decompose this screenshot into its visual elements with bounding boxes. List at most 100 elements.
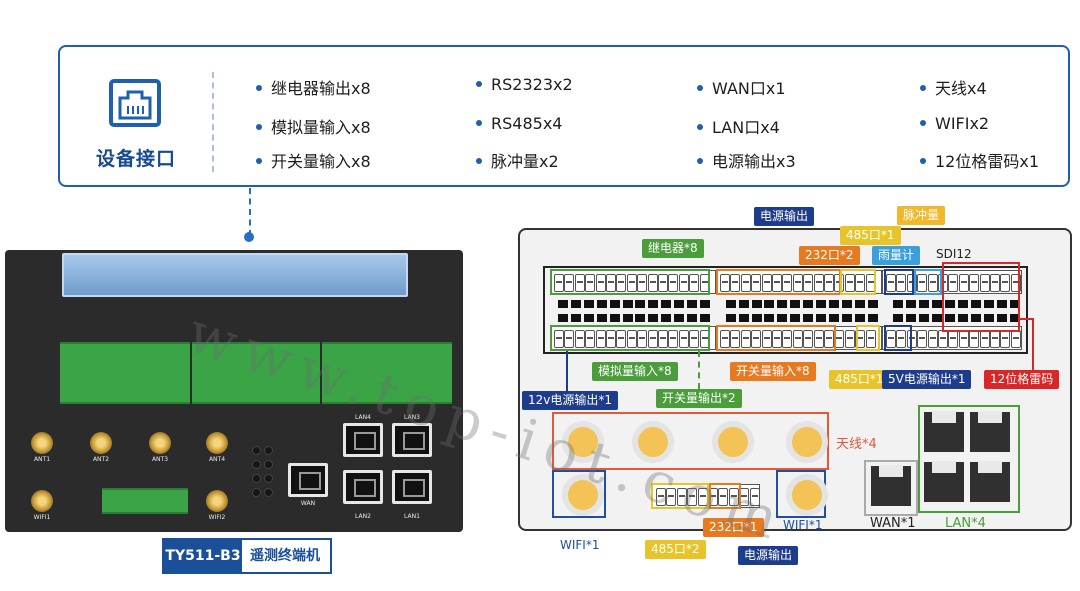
terminal-screw [803,274,814,292]
rs232-top-tag: 232口*2 [799,246,860,265]
terminal-screw [678,330,689,348]
terminal-pin [970,314,981,322]
terminal-pin [828,314,839,322]
terminal-screw [720,274,730,292]
terminal-pin [919,314,930,322]
terminal-screw [574,330,585,348]
antenna-connector [786,421,828,463]
wifi-antenna-connector [786,474,828,516]
spec-item: 电源输出x3 [697,148,796,172]
terminal-pin [803,300,814,308]
terminal-screw [749,488,760,506]
terminal-pin [816,314,826,322]
terminal-pin [841,300,852,308]
terminal-pin [790,314,801,322]
terminal-screw [689,330,700,348]
terminal-pin [790,300,801,308]
terminal-pin [906,300,917,308]
antenna-connector [562,421,604,463]
pulse-tag: 脉冲量 [897,206,946,225]
terminal-block-small [102,488,188,514]
terminal-screw [803,330,814,348]
spec-item: WAN口x1 [697,75,786,99]
terminal-screw [718,488,729,506]
status-led [264,446,273,455]
lan-port [392,470,432,504]
terminal-pin [725,300,736,308]
ant1-label: ANT1 [33,456,51,463]
rs485b-highlight [856,325,880,351]
terminal-pin [609,314,620,322]
spec-item: 开关量输入x8 [256,148,371,172]
wifi-left-label: WIFI*1 [560,538,600,552]
terminal-pin [661,314,672,322]
terminal-pin [945,300,955,308]
terminal-pin [867,314,878,322]
connector-line [249,188,251,236]
terminal-screw [969,330,980,348]
terminal-screw [990,274,1000,292]
terminal-pin [867,300,878,308]
terminal-screw [948,274,959,292]
terminal-pin [648,314,659,322]
terminal-strip [882,270,1022,294]
terminal-screw [855,274,866,292]
wifi-right-label: WIFI*1 [783,518,823,532]
terminal-screw [824,330,834,348]
terminal-pin [919,300,930,308]
terminal-pin [751,300,762,308]
rain-gauge-tag: 雨量计 [872,246,921,265]
terminal-pin [558,314,568,322]
terminal-screw [1010,274,1021,292]
power-out-bottom-tag: 电源输出 [738,546,799,565]
antenna-connector [632,421,674,463]
switch-out-tag: 开关量输出*2 [656,389,742,408]
terminal-pin [738,314,749,322]
terminal-screw [730,274,741,292]
terminal-screw [886,330,896,348]
panel-divider [212,72,214,172]
wifi-antenna-connector [31,490,53,512]
lan-label: LAN*4 [945,516,986,531]
terminal-screw [728,488,739,506]
terminal-screw [896,330,907,348]
status-led [264,488,273,497]
terminal-screw [1000,330,1011,348]
terminal-screw [647,274,658,292]
wan-port [288,463,328,497]
rs232-highlight [716,269,841,295]
antenna-connector [712,421,754,463]
terminal-pin [777,300,788,308]
rs485-top-tag: 485口*1 [840,226,901,245]
terminal-screw [1000,274,1011,292]
terminal-pin [622,300,633,308]
rs485-bottom2-tag: 485口*2 [645,540,706,559]
terminal-screw [606,274,616,292]
terminal-screw [979,274,990,292]
terminal-screw [938,330,948,348]
relay-tag: 继电器*8 [642,239,704,258]
antenna-connector [90,432,112,454]
terminal-screw [656,488,666,506]
spec-item: RS485x4 [476,114,562,133]
analog-in-tag: 模拟量输入*8 [592,362,678,381]
terminal-screw [616,274,627,292]
rs485-highlight [840,269,876,295]
terminal-screw [689,274,700,292]
terminal-screw [761,330,772,348]
terminal-pin [738,300,749,308]
lan-port [924,461,964,502]
terminal-screw [990,330,1000,348]
leader-line [698,351,700,389]
terminal-screw [626,274,637,292]
terminal-pin [583,314,594,322]
lan-port [970,461,1010,502]
terminal-screw [740,274,751,292]
terminal-pin [648,300,659,308]
interface-title: 设备接口 [96,148,177,170]
terminal-pin [983,300,994,308]
terminal-pin [570,300,581,308]
spec-item: 12位格雷码x1 [920,148,1039,172]
rs232-bottom-tag: 232口*1 [703,518,764,537]
terminal-screw [595,274,606,292]
